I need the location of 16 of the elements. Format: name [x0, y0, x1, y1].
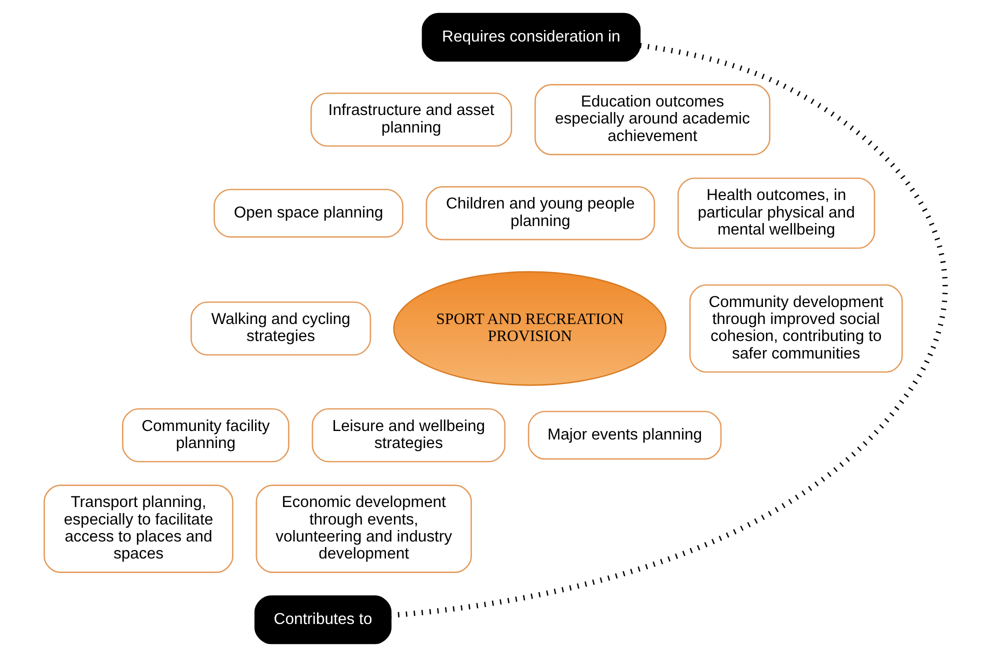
- node-box: Community development through improved social cohesion, contributing to safer communities: [689, 284, 903, 373]
- node-box: Transport planning, especially to facilitate access to places and spaces: [44, 484, 234, 573]
- node-box: Leisure and wellbeing strategies: [312, 408, 506, 462]
- node-box: Contributes to: [254, 595, 392, 644]
- node-box: Major events planning: [528, 410, 722, 460]
- node-box: Education outcomes especially around academic achievement: [534, 84, 770, 156]
- node-box: Open space planning: [214, 188, 404, 238]
- node-box: Walking and cycling strategies: [190, 301, 372, 356]
- node-box: Community facility planning: [122, 408, 290, 462]
- connector: [390, 42, 948, 618]
- node-box: Economic development through events, volunteering and industry development: [256, 484, 472, 573]
- node-ellipse: SPORT AND RECREATION PROVISION: [393, 271, 667, 386]
- node-box: Health outcomes, in particular physical and mental wellbeing: [677, 178, 876, 249]
- node-box: Requires consideration in: [422, 12, 641, 62]
- node-box: Children and young people planning: [426, 186, 656, 240]
- node-box: Infrastructure and asset planning: [310, 92, 512, 147]
